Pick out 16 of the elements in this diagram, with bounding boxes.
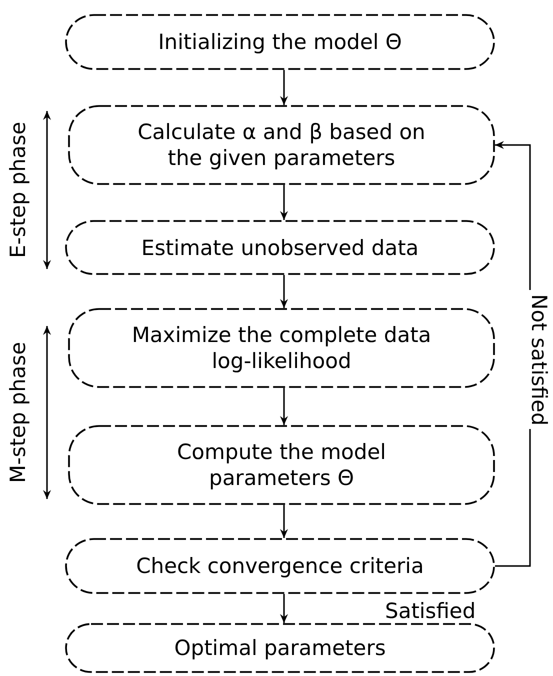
arrow: [280, 70, 288, 105]
phase-label: M-step phase: [6, 342, 30, 483]
arrow: [280, 388, 288, 425]
step-text: Maximize the complete data log-likelihood: [130, 322, 432, 374]
step-text: Compute the model parameters Θ: [176, 439, 387, 491]
arrow: [280, 185, 288, 220]
edge-label: Not satisfied: [527, 290, 551, 430]
arrow: [280, 505, 288, 538]
step-text: Check convergence criteria: [135, 553, 425, 579]
arrow: [280, 275, 288, 308]
phase-label: E-step phase: [6, 122, 30, 258]
step-text: Calculate α and β based on the given parameters: [136, 119, 426, 171]
step-text: Estimate unobserved data: [140, 234, 420, 260]
step-text: Initializing the model Θ: [157, 29, 403, 55]
step-text: Optimal parameters: [173, 635, 387, 661]
arrow: [280, 594, 288, 623]
